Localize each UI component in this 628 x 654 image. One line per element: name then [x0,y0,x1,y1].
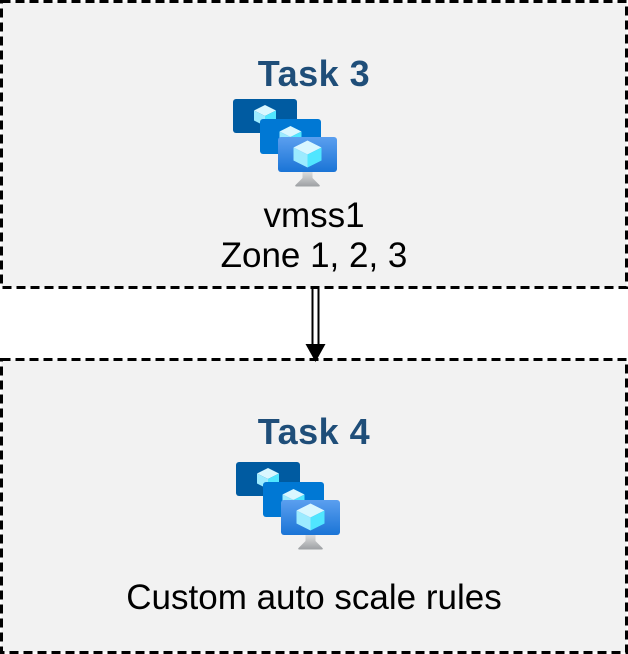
task4-caption: Custom auto scale rules [0,578,628,618]
down-arrow-connector [305,286,326,362]
vmss-name-label: vmss1 [263,196,365,235]
arrow-head [305,344,326,362]
vm-scale-sets-icon [236,462,340,552]
task4-box: Task 4 Custom auto scale rules [0,358,628,654]
autoscale-rules-label: Custom auto scale rules [126,578,502,617]
zones-label: Zone 1, 2, 3 [220,236,408,275]
task3-caption: vmss1 Zone 1, 2, 3 [0,196,628,276]
task4-title: Task 4 [257,410,371,452]
vm-scale-sets-icon [233,99,337,189]
task3-box: Task 3 vmss1 Zone 1, 2, 3 [0,0,628,289]
task3-title: Task 3 [257,52,371,94]
